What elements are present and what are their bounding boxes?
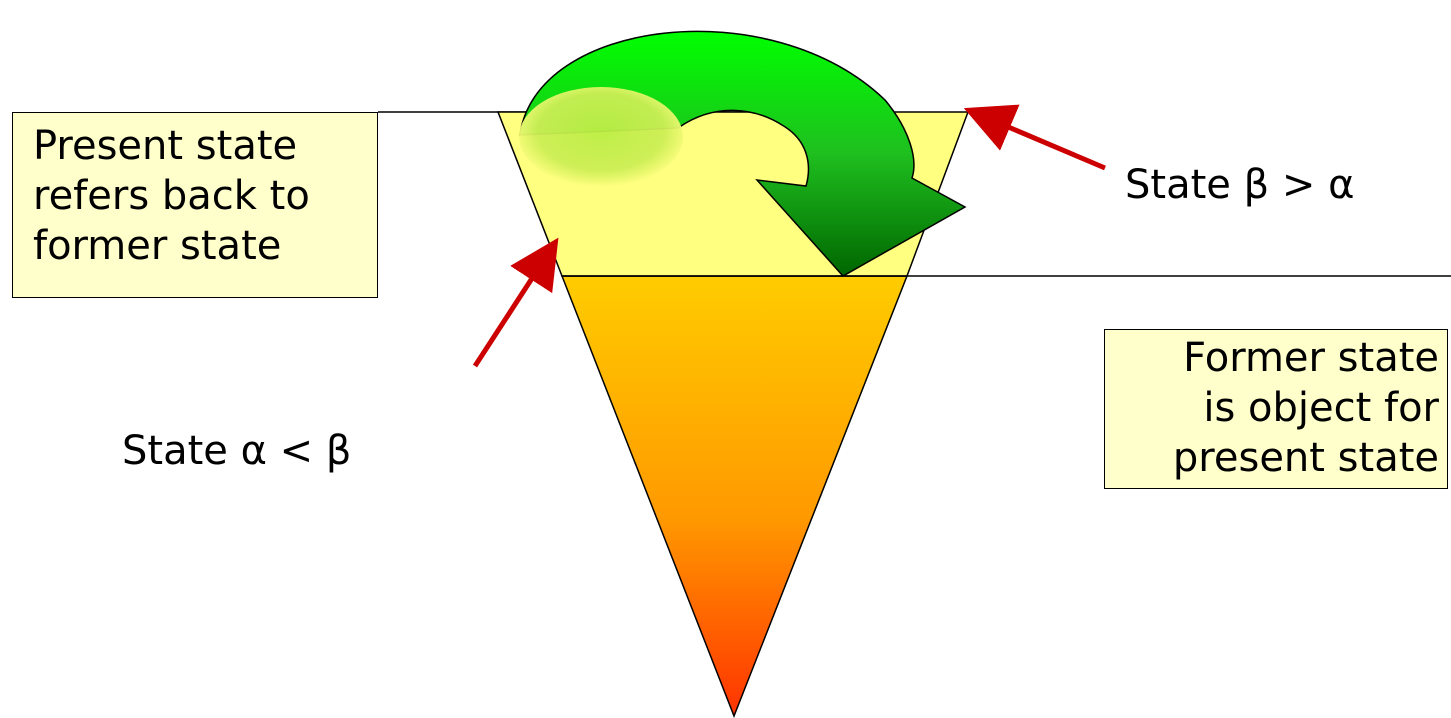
pointer-arrow-beta bbox=[973, 112, 1105, 168]
cone-lower-gradient bbox=[562, 276, 907, 716]
former-state-line-3: present state bbox=[1105, 433, 1439, 483]
present-state-line-3: former state bbox=[33, 221, 377, 271]
present-state-line-2: refers back to bbox=[33, 171, 377, 221]
arrow-tail-glow bbox=[519, 87, 683, 187]
present-state-label-box: Present state refers back to former stat… bbox=[12, 112, 378, 298]
state-beta-label: State β > α bbox=[1125, 160, 1354, 210]
present-state-line-1: Present state bbox=[33, 121, 377, 171]
former-state-line-1: Former state bbox=[1105, 333, 1439, 383]
former-state-label-box: Former state is object for present state bbox=[1104, 329, 1448, 489]
state-alpha-label: State α < β bbox=[122, 426, 351, 476]
former-state-line-2: is object for bbox=[1105, 383, 1439, 433]
pointer-arrow-alpha bbox=[475, 246, 553, 366]
